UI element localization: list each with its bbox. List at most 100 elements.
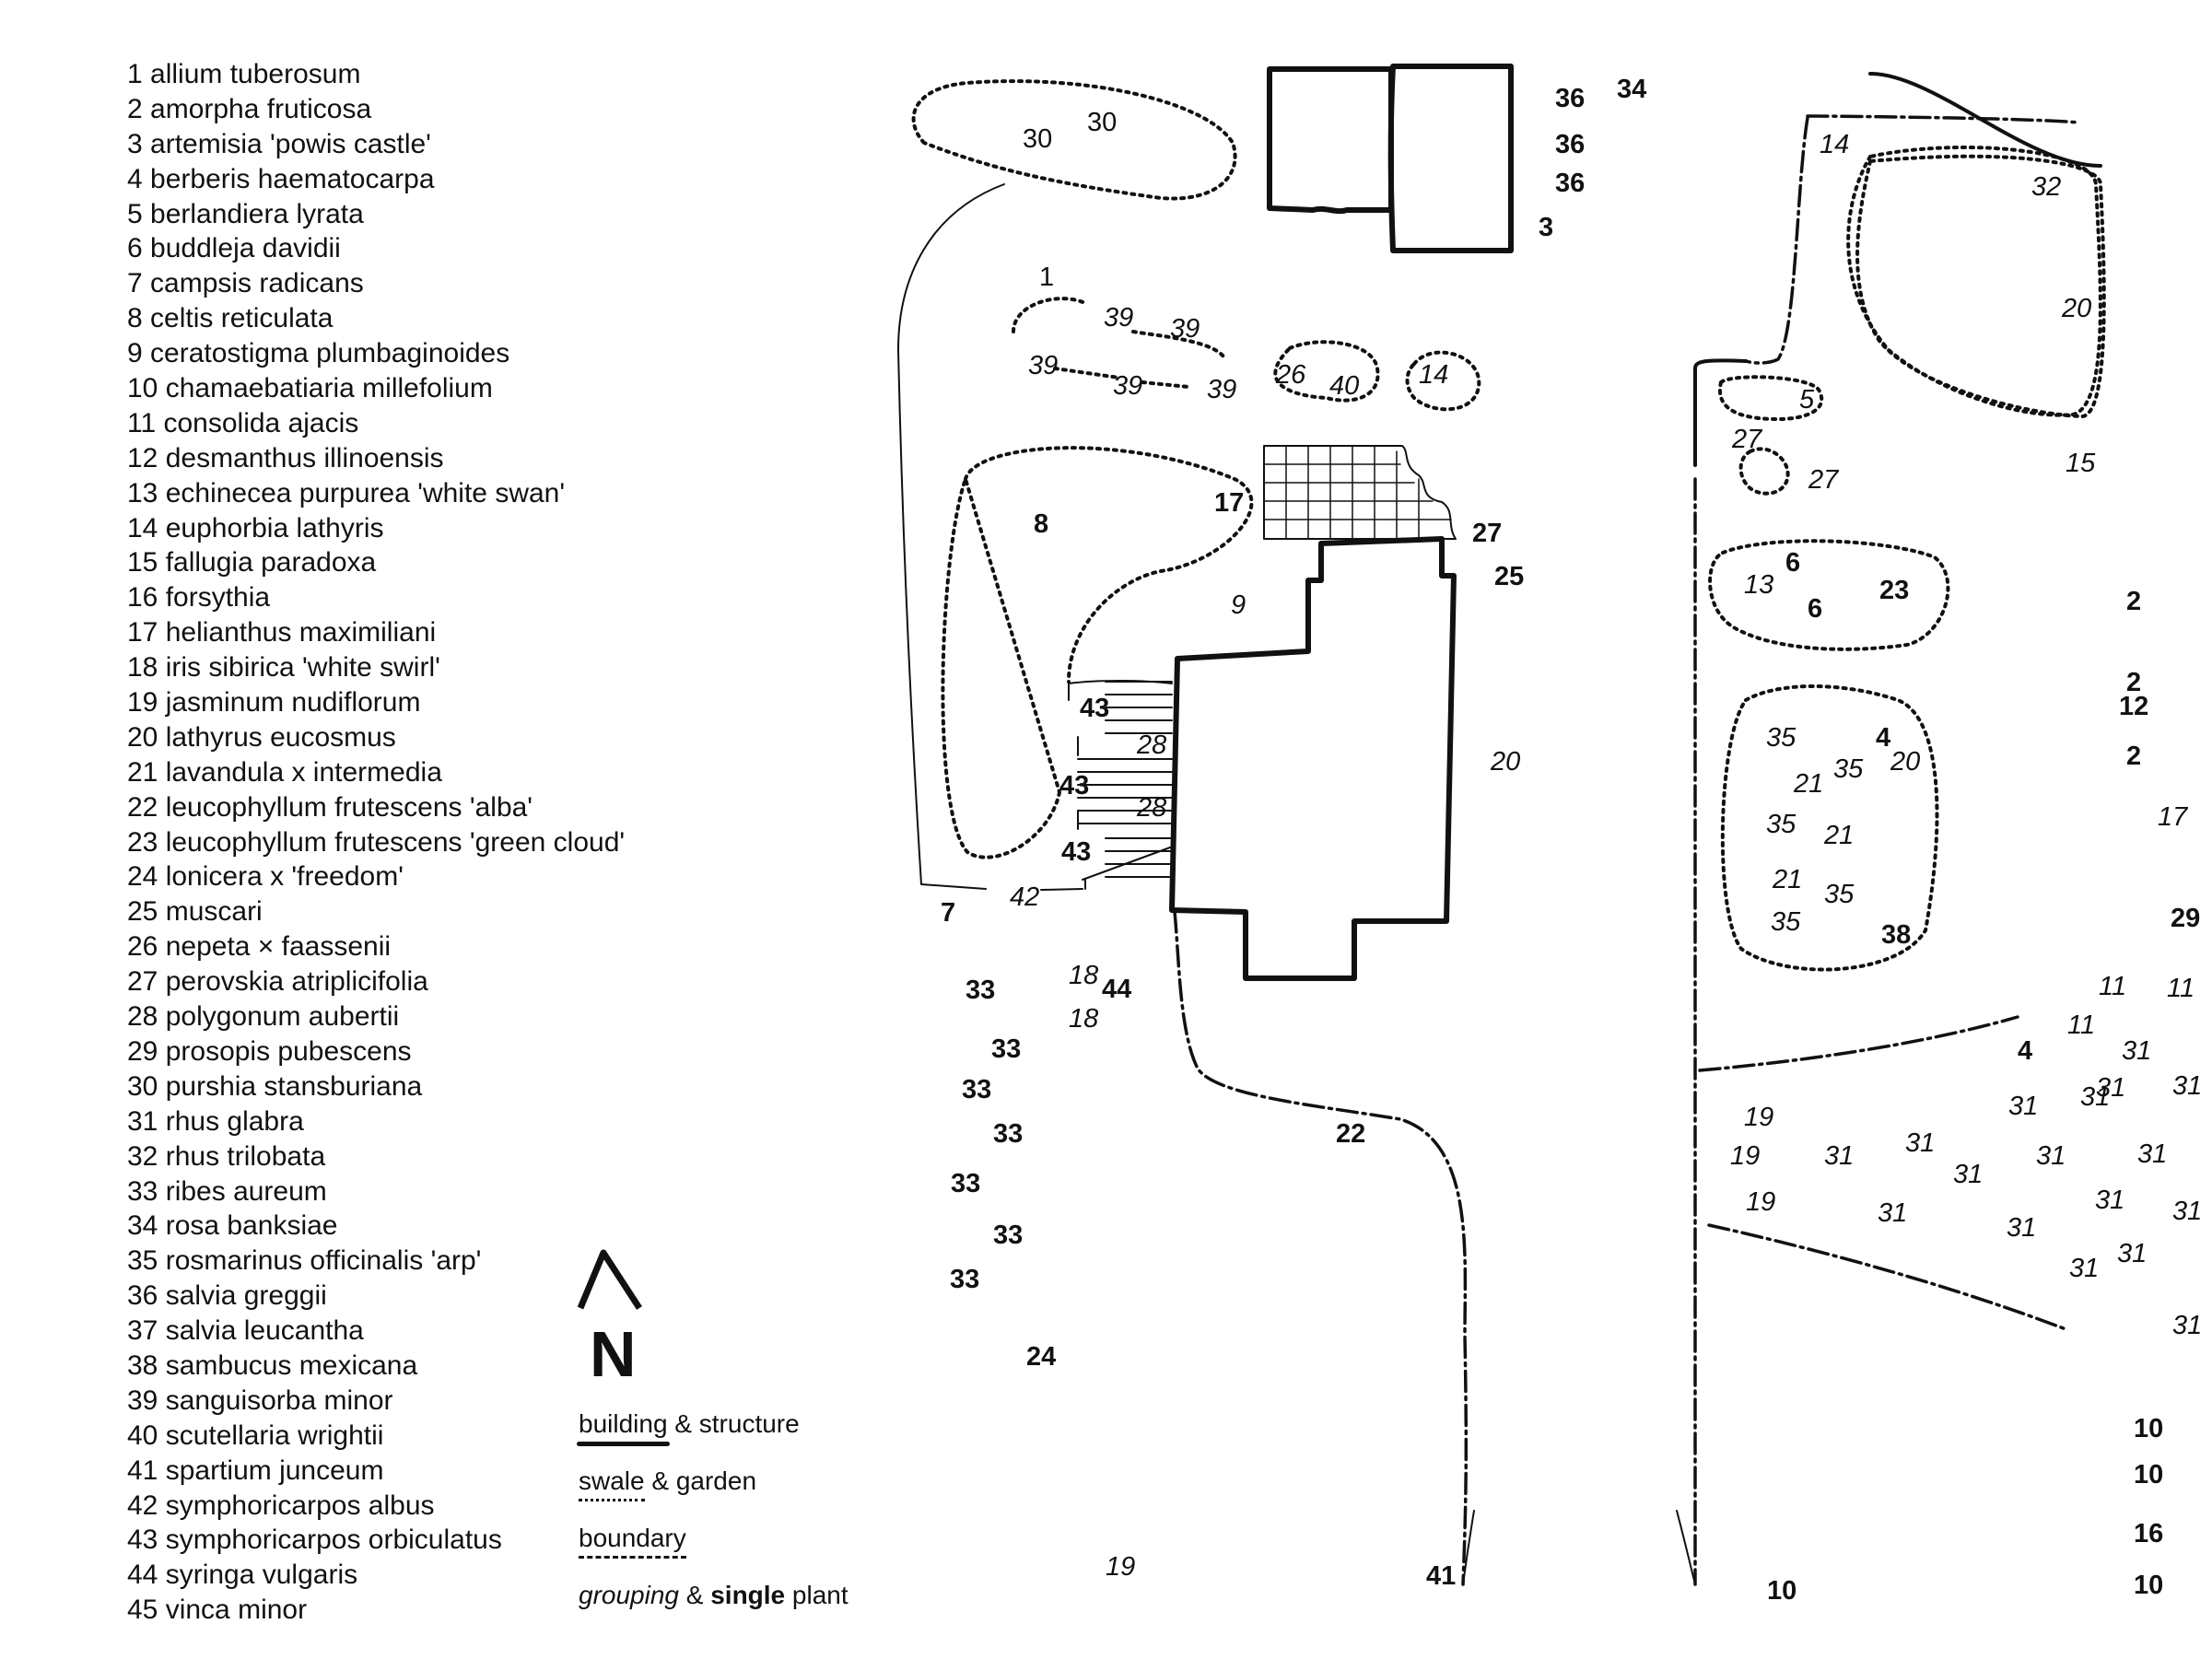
steps-hatching bbox=[1068, 680, 1173, 890]
plant-label: 11 bbox=[2099, 972, 2126, 1001]
plant-label: 31 bbox=[2172, 1071, 2202, 1101]
species-item: 30 purshia stansburiana bbox=[127, 1070, 423, 1102]
species-item: 7 campsis radicans bbox=[127, 268, 364, 299]
patio-grid-outline bbox=[1263, 445, 1457, 540]
shed-building-right bbox=[1387, 64, 1514, 253]
plant-label: 28 bbox=[1136, 730, 1166, 760]
plant-label: 19 bbox=[1746, 1187, 1775, 1217]
plant-label: 36 bbox=[1555, 84, 1585, 113]
plant-label: 8 bbox=[1034, 509, 1048, 539]
legend-amp: & bbox=[678, 1581, 711, 1609]
species-item: 45 vinca minor bbox=[127, 1595, 308, 1626]
legend-grouping-key: grouping bbox=[579, 1581, 679, 1609]
plant-label: 31 bbox=[2095, 1186, 2124, 1215]
plant-label: 21 bbox=[1823, 821, 1854, 850]
plant-label: 1 bbox=[1039, 263, 1054, 292]
plant-label: 31 bbox=[2080, 1082, 2110, 1112]
south-tick bbox=[1676, 1510, 1696, 1585]
legend-swale: swale & garden bbox=[579, 1466, 1094, 1524]
house-building bbox=[1169, 536, 1457, 981]
plant-label: 33 bbox=[993, 1119, 1023, 1149]
plant-label: 33 bbox=[993, 1221, 1023, 1250]
species-item: 11 consolida ajacis bbox=[127, 407, 359, 438]
plant-label: 11 bbox=[2167, 974, 2194, 1003]
species-item: 12 desmanthus illinoensis bbox=[127, 442, 444, 473]
legend: building & structure swale & garden boun… bbox=[577, 1409, 1094, 1638]
species-item: 35 rosmarinus officinalis 'arp' bbox=[127, 1245, 482, 1277]
species-item: 22 leucophyllum frutescens 'alba' bbox=[127, 791, 533, 823]
plant-label: 4 bbox=[2018, 1036, 2032, 1066]
plant-label: 24 bbox=[1026, 1342, 1056, 1372]
species-item: 36 salvia greggii bbox=[127, 1280, 327, 1312]
legend-plant-word: plant bbox=[785, 1581, 849, 1609]
plant-label: 11 bbox=[2067, 1011, 2095, 1040]
plant-label: 9 bbox=[1231, 590, 1246, 620]
plant-label: 39 bbox=[1113, 371, 1142, 401]
species-item: 41 spartium junceum bbox=[127, 1455, 384, 1486]
plant-label: 14 bbox=[1820, 130, 1849, 159]
plant-label: 32 bbox=[2031, 172, 2061, 202]
plant-label: 35 bbox=[1766, 723, 1797, 753]
plant-label: 39 bbox=[1104, 303, 1133, 333]
legend-boundary-key: boundary bbox=[579, 1524, 686, 1559]
species-item: 14 euphorbia lathyris bbox=[127, 512, 384, 543]
species-item: 10 chamaebatiaria millefolium bbox=[127, 373, 493, 404]
plant-label: 43 bbox=[1061, 837, 1091, 867]
species-item: 32 rhus trilobata bbox=[127, 1140, 326, 1172]
plant-label: 33 bbox=[950, 1265, 979, 1294]
plant-label: 23 bbox=[1879, 576, 1909, 605]
plant-label: 40 bbox=[1329, 371, 1359, 401]
plant-label: 3 bbox=[1539, 213, 1553, 242]
species-item: 42 symphoricarpos albus bbox=[127, 1490, 435, 1521]
species-item: 8 celtis reticulata bbox=[127, 303, 334, 334]
species-item: 6 buddleja davidii bbox=[127, 233, 341, 264]
species-item: 4 berberis haematocarpa bbox=[127, 163, 435, 194]
species-item: 43 symphoricarpos orbiculatus bbox=[127, 1525, 502, 1556]
plant-label: 20 bbox=[1890, 747, 1920, 777]
species-item: 17 helianthus maximiliani bbox=[127, 617, 437, 648]
plant-label: 36 bbox=[1555, 169, 1585, 198]
plant-label: 6 bbox=[1808, 594, 1822, 624]
plant-label: 41 bbox=[1426, 1561, 1456, 1591]
plant-label: 10 bbox=[1767, 1576, 1797, 1606]
plant-label: 31 bbox=[1878, 1198, 1907, 1228]
legend-swale-rest: & garden bbox=[644, 1466, 757, 1495]
plant-label: 33 bbox=[951, 1169, 980, 1198]
patio-grid-lines bbox=[1263, 445, 1452, 540]
plant-label: 43 bbox=[1059, 771, 1089, 800]
species-item: 16 forsythia bbox=[127, 582, 271, 613]
plant-label: 31 bbox=[2036, 1141, 2066, 1171]
north-arrow bbox=[577, 1249, 642, 1310]
plant-label: 20 bbox=[2061, 294, 2091, 323]
plant-label: 20 bbox=[1490, 747, 1520, 777]
spartium-tick bbox=[1462, 1510, 1475, 1585]
plant-label: 7 bbox=[941, 898, 955, 928]
plant-label: 34 bbox=[1617, 75, 1646, 104]
plant-label: 30 bbox=[1023, 124, 1052, 154]
legend-building-rest: & structure bbox=[667, 1409, 800, 1438]
plant-label: 38 bbox=[1881, 920, 1911, 950]
plant-label: 33 bbox=[962, 1075, 991, 1104]
plant-label: 31 bbox=[1953, 1160, 1983, 1189]
species-item: 1 allium tuberosum bbox=[127, 59, 361, 89]
plant-label: 31 bbox=[2008, 1092, 2038, 1121]
plant-label: 6 bbox=[1785, 548, 1800, 578]
plant-label: 2 bbox=[2126, 668, 2141, 697]
plant-label: 39 bbox=[1207, 375, 1236, 404]
plant-label: 25 bbox=[1494, 562, 1524, 591]
plant-label: 31 bbox=[2007, 1213, 2036, 1243]
plant-label: 21 bbox=[1793, 769, 1823, 799]
plant-label: 10 bbox=[2134, 1460, 2163, 1490]
plant-label: 39 bbox=[1028, 351, 1058, 380]
species-item: 23 leucophyllum frutescens 'green cloud' bbox=[127, 826, 626, 858]
vine-42-line bbox=[1040, 888, 1083, 891]
species-item: 37 salvia leucantha bbox=[127, 1315, 364, 1347]
plant-label: 19 bbox=[1744, 1103, 1773, 1132]
species-item: 44 syringa vulgaris bbox=[127, 1560, 358, 1591]
plant-label: 31 bbox=[2172, 1311, 2202, 1340]
plant-label: 14 bbox=[1419, 360, 1448, 390]
species-item: 38 sambucus mexicana bbox=[127, 1349, 418, 1381]
species-item: 28 polygonum aubertii bbox=[127, 1001, 400, 1033]
plant-label: 43 bbox=[1080, 694, 1109, 723]
